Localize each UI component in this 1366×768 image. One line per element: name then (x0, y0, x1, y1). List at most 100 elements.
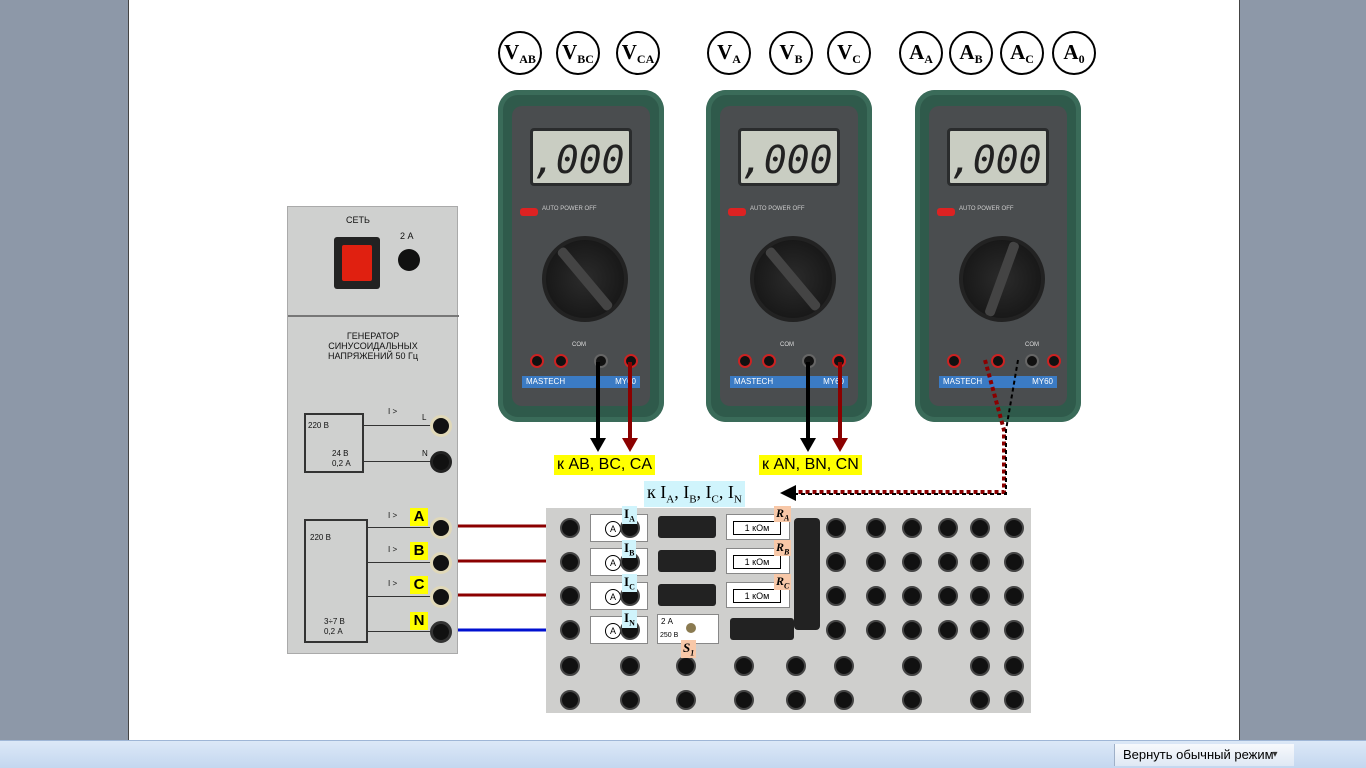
board-socket[interactable] (786, 656, 806, 676)
board-socket[interactable] (826, 586, 846, 606)
board-socket[interactable] (1004, 690, 1024, 710)
board-socket[interactable] (560, 552, 580, 572)
board-socket[interactable] (620, 656, 640, 676)
board-socket[interactable] (938, 552, 958, 572)
board-socket[interactable] (676, 690, 696, 710)
board-socket[interactable] (734, 656, 754, 676)
multimeter-3: ,000 AUTO POWER OFF COM MASTECH MY60 (915, 90, 1081, 422)
terminal-a[interactable] (430, 517, 452, 539)
power-button[interactable] (728, 208, 746, 216)
fuse-label: 2 А (400, 231, 414, 241)
board-socket[interactable] (1004, 620, 1024, 640)
jumper-c[interactable] (658, 584, 716, 606)
switch-label: S1 (681, 640, 697, 658)
jack-v-ohm[interactable] (1047, 354, 1061, 368)
board-socket[interactable] (560, 690, 580, 710)
multimeter-1: ,000 AUTO POWER OFF COM MASTECH MY60 (498, 90, 664, 422)
meter-label-3: VA (707, 31, 751, 75)
generator-title: ГЕНЕРАТОР СИНУСОИДАЛЬНЫХ НАПРЯЖЕНИЙ 50 Г… (328, 331, 418, 361)
terminal-c[interactable] (430, 586, 452, 608)
range-dial[interactable] (959, 236, 1045, 322)
circuit-board: A A A A 1 кОм 1 кОм 1 кОм (546, 508, 1031, 713)
board-socket[interactable] (938, 518, 958, 538)
board-socket[interactable] (970, 552, 990, 572)
board-socket[interactable] (786, 690, 806, 710)
board-socket[interactable] (902, 620, 922, 640)
aux-terminal-l[interactable] (430, 415, 452, 437)
board-socket[interactable] (560, 518, 580, 538)
jumper-a[interactable] (658, 516, 716, 538)
right-background (1240, 0, 1366, 740)
jack-10a[interactable] (947, 354, 961, 368)
board-socket[interactable] (1004, 518, 1024, 538)
terminal-n[interactable] (430, 621, 452, 643)
current-connection-label: к IA, IB, IC, IN (644, 481, 745, 507)
board-socket[interactable] (866, 552, 886, 572)
resistor-label-b: RB (774, 540, 792, 557)
meter-display: ,000 (738, 128, 840, 186)
mains-label: СЕТЬ (346, 215, 370, 225)
board-socket[interactable] (826, 518, 846, 538)
meter-brand: MASTECH MY60 (730, 376, 848, 388)
jumper-n[interactable] (730, 618, 794, 640)
board-socket[interactable] (938, 620, 958, 640)
generator-panel: СЕТЬ 2 А ГЕНЕРАТОР СИНУСОИДАЛЬНЫХ НАПРЯЖ… (287, 206, 459, 654)
multimeter-2: ,000 AUTO POWER OFF COM MASTECH MY60 (706, 90, 872, 422)
jack-10a[interactable] (530, 354, 544, 368)
line-voltage-connection-label: к AB, BC, CA (554, 455, 656, 475)
meter-brand: MASTECH MY60 (939, 376, 1057, 388)
board-socket[interactable] (560, 656, 580, 676)
board-socket[interactable] (938, 586, 958, 606)
aux-terminal-n[interactable] (430, 451, 452, 473)
jack-ma[interactable] (554, 354, 568, 368)
range-dial[interactable] (542, 236, 628, 322)
board-socket[interactable] (560, 620, 580, 640)
board-socket[interactable] (970, 656, 990, 676)
board-socket[interactable] (734, 690, 754, 710)
current-label-b: IB (622, 540, 637, 558)
board-socket[interactable] (970, 690, 990, 710)
board-socket[interactable] (902, 586, 922, 606)
jack-ma[interactable] (991, 354, 1005, 368)
board-socket[interactable] (560, 586, 580, 606)
power-button[interactable] (520, 208, 538, 216)
board-socket[interactable] (620, 690, 640, 710)
board-socket[interactable] (826, 620, 846, 640)
board-socket[interactable] (970, 586, 990, 606)
jack-ma[interactable] (762, 354, 776, 368)
board-socket[interactable] (902, 518, 922, 538)
left-background (0, 0, 128, 740)
meter-label-0: VAB (498, 31, 542, 75)
board-socket[interactable] (834, 690, 854, 710)
board-socket[interactable] (1004, 552, 1024, 572)
board-socket[interactable] (866, 620, 886, 640)
current-label-c: IC (622, 574, 637, 592)
board-socket[interactable] (970, 518, 990, 538)
board-socket[interactable] (834, 656, 854, 676)
star-connector[interactable] (794, 518, 820, 630)
terminal-b[interactable] (430, 552, 452, 574)
board-socket[interactable] (866, 586, 886, 606)
board-socket[interactable] (826, 552, 846, 572)
board-socket[interactable] (970, 620, 990, 640)
restore-normal-mode-button[interactable]: Вернуть обычный режим (1114, 744, 1294, 766)
board-socket[interactable] (902, 552, 922, 572)
mains-switch[interactable] (334, 237, 380, 289)
board-socket[interactable] (1004, 586, 1024, 606)
toggle-icon (686, 623, 696, 633)
meter-label-1: VBC (556, 31, 600, 75)
power-button[interactable] (937, 208, 955, 216)
switch-s1[interactable]: 2 А 250 В (657, 614, 719, 644)
chevron-down-icon[interactable]: ▾ (1272, 749, 1278, 760)
jack-com[interactable] (1025, 354, 1039, 368)
jumper-b[interactable] (658, 550, 716, 572)
board-socket[interactable] (1004, 656, 1024, 676)
board-socket[interactable] (902, 690, 922, 710)
jack-10a[interactable] (738, 354, 752, 368)
board-socket[interactable] (676, 656, 696, 676)
meter-label-5: VC (827, 31, 871, 75)
board-socket[interactable] (902, 656, 922, 676)
board-socket[interactable] (866, 518, 886, 538)
range-dial[interactable] (750, 236, 836, 322)
resistor-label-a: RA (774, 506, 792, 523)
